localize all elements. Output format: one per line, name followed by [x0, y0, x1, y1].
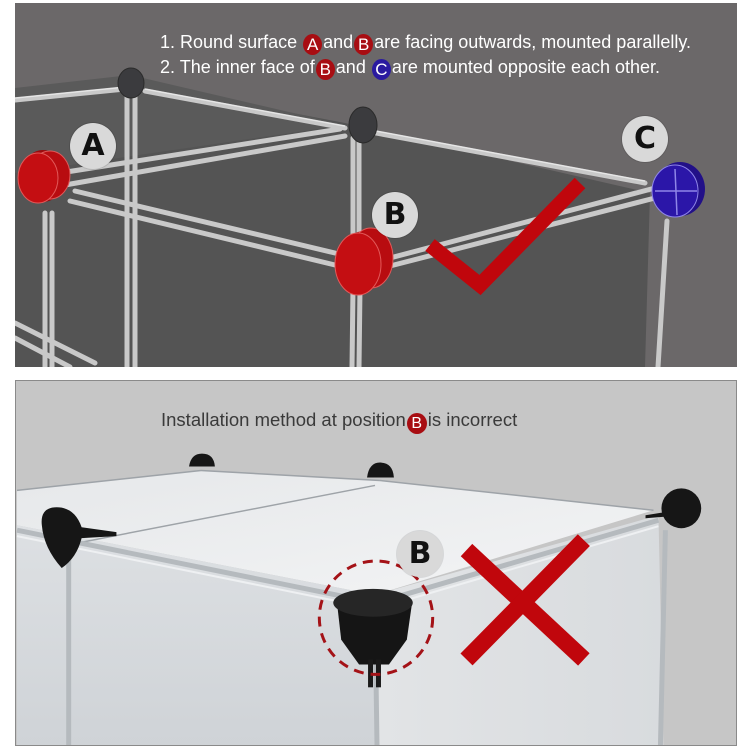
- front-right-connector: [661, 488, 702, 529]
- callout-b: B: [397, 531, 443, 577]
- callout-b: B: [372, 192, 418, 238]
- incorrect-connector-b: [317, 559, 435, 688]
- connector-c: [651, 162, 705, 218]
- checkmark-icon: [425, 177, 586, 296]
- badge-a: A: [303, 34, 323, 55]
- connector-a: [17, 150, 71, 204]
- badge-b: B: [406, 413, 427, 434]
- connector-b: [334, 227, 394, 296]
- badge-b: B: [315, 59, 335, 80]
- storage-cube-photo: [16, 453, 702, 745]
- front-left-connector: [41, 507, 117, 568]
- callout-c: C: [622, 116, 668, 162]
- back-connector: [117, 67, 378, 144]
- badge-c: C: [371, 59, 391, 80]
- back-left-connector: [189, 453, 215, 467]
- callout-a: A: [70, 123, 116, 169]
- badge-b: B: [354, 34, 374, 55]
- back-mid-connector: [367, 462, 394, 478]
- cross-icon: [460, 534, 590, 666]
